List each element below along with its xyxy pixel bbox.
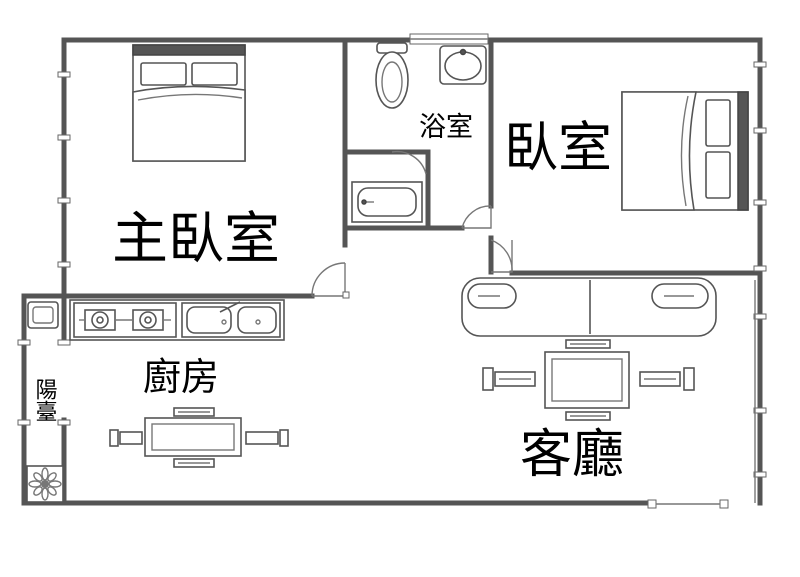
- bathroom-fixtures: [351, 42, 487, 223]
- master-bed: [132, 44, 246, 162]
- windows: [17, 33, 767, 509]
- balcony-label: 陽臺: [32, 378, 57, 422]
- plant-icon: [28, 467, 62, 501]
- walls: [21, 37, 763, 506]
- sofa: [461, 277, 717, 337]
- bedroom-bed: [621, 91, 749, 211]
- kitchen-label: 廚房: [143, 355, 219, 399]
- master-bedroom-label: 主臥室: [112, 207, 280, 272]
- room-labels: 主臥室 臥室 浴室 廚房 客廳 陽臺: [32, 112, 625, 485]
- kitchen-dining-table: [109, 407, 289, 468]
- living-dining-table: [482, 339, 695, 421]
- bathroom-label: 浴室: [419, 112, 473, 143]
- living-room-label: 客廳: [520, 425, 624, 485]
- bedroom-label: 臥室: [504, 116, 612, 179]
- kitchen-counter: [69, 299, 285, 341]
- balcony-fixtures: [26, 301, 64, 503]
- doors: [311, 150, 513, 299]
